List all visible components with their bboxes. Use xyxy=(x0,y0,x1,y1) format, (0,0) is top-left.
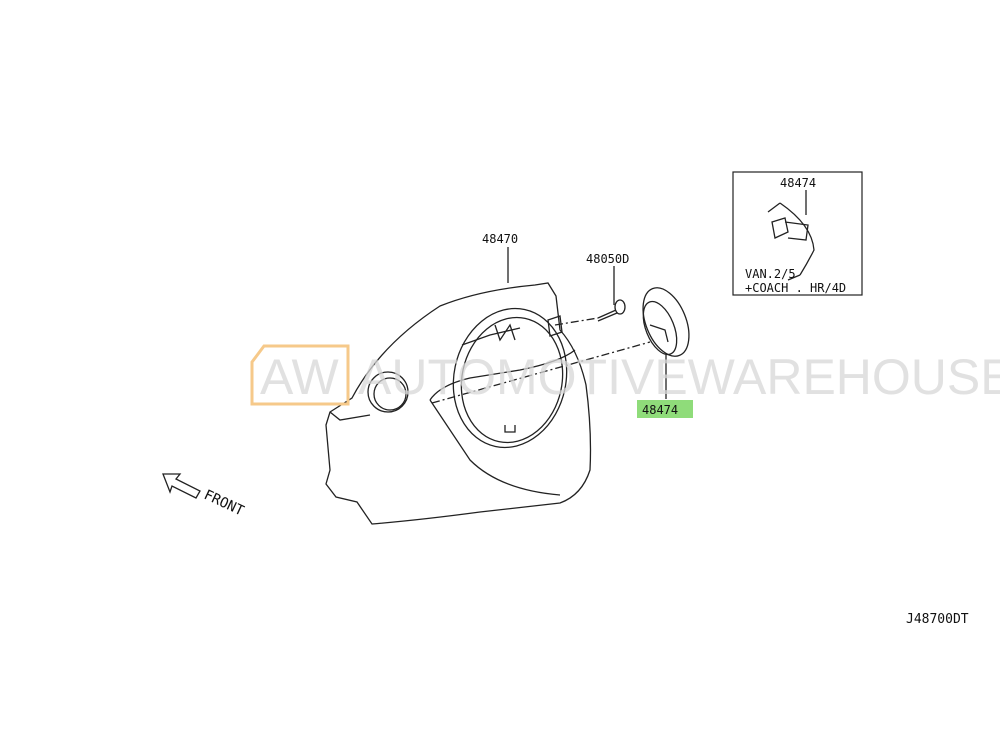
svg-text:+COACH . HR/4D: +COACH . HR/4D xyxy=(745,281,846,295)
screw-icon xyxy=(597,299,626,322)
diagram-code: J48700DT xyxy=(906,612,969,627)
callout-48470[interactable]: 48470 xyxy=(482,232,518,246)
callout-48474[interactable]: 48474 xyxy=(642,403,678,417)
callout-highlight xyxy=(637,400,693,418)
assembly-line xyxy=(554,317,599,326)
callout-48050D[interactable]: 48050D xyxy=(586,252,629,266)
cap-48474 xyxy=(642,287,690,357)
assembly-line xyxy=(431,341,651,404)
column-ring xyxy=(452,307,568,449)
front-label: FRONT xyxy=(201,487,246,520)
inset-callout-48474[interactable]: 48474 xyxy=(780,176,816,190)
svg-text:AUTOMOTIVEWAREHOUSE: AUTOMOTIVEWAREHOUSE xyxy=(358,349,1000,405)
steering-column-shroud xyxy=(325,282,592,525)
watermark: AW AUTOMOTIVEWAREHOUSE xyxy=(250,344,1000,406)
svg-text:AW: AW xyxy=(260,349,339,405)
knob-hole xyxy=(367,371,409,413)
svg-text:VAN.2/5: VAN.2/5 xyxy=(745,267,796,281)
inset-box: 48474 VAN.2/5 +COACH . HR/4D xyxy=(732,171,863,296)
front-arrow-icon xyxy=(162,473,201,499)
